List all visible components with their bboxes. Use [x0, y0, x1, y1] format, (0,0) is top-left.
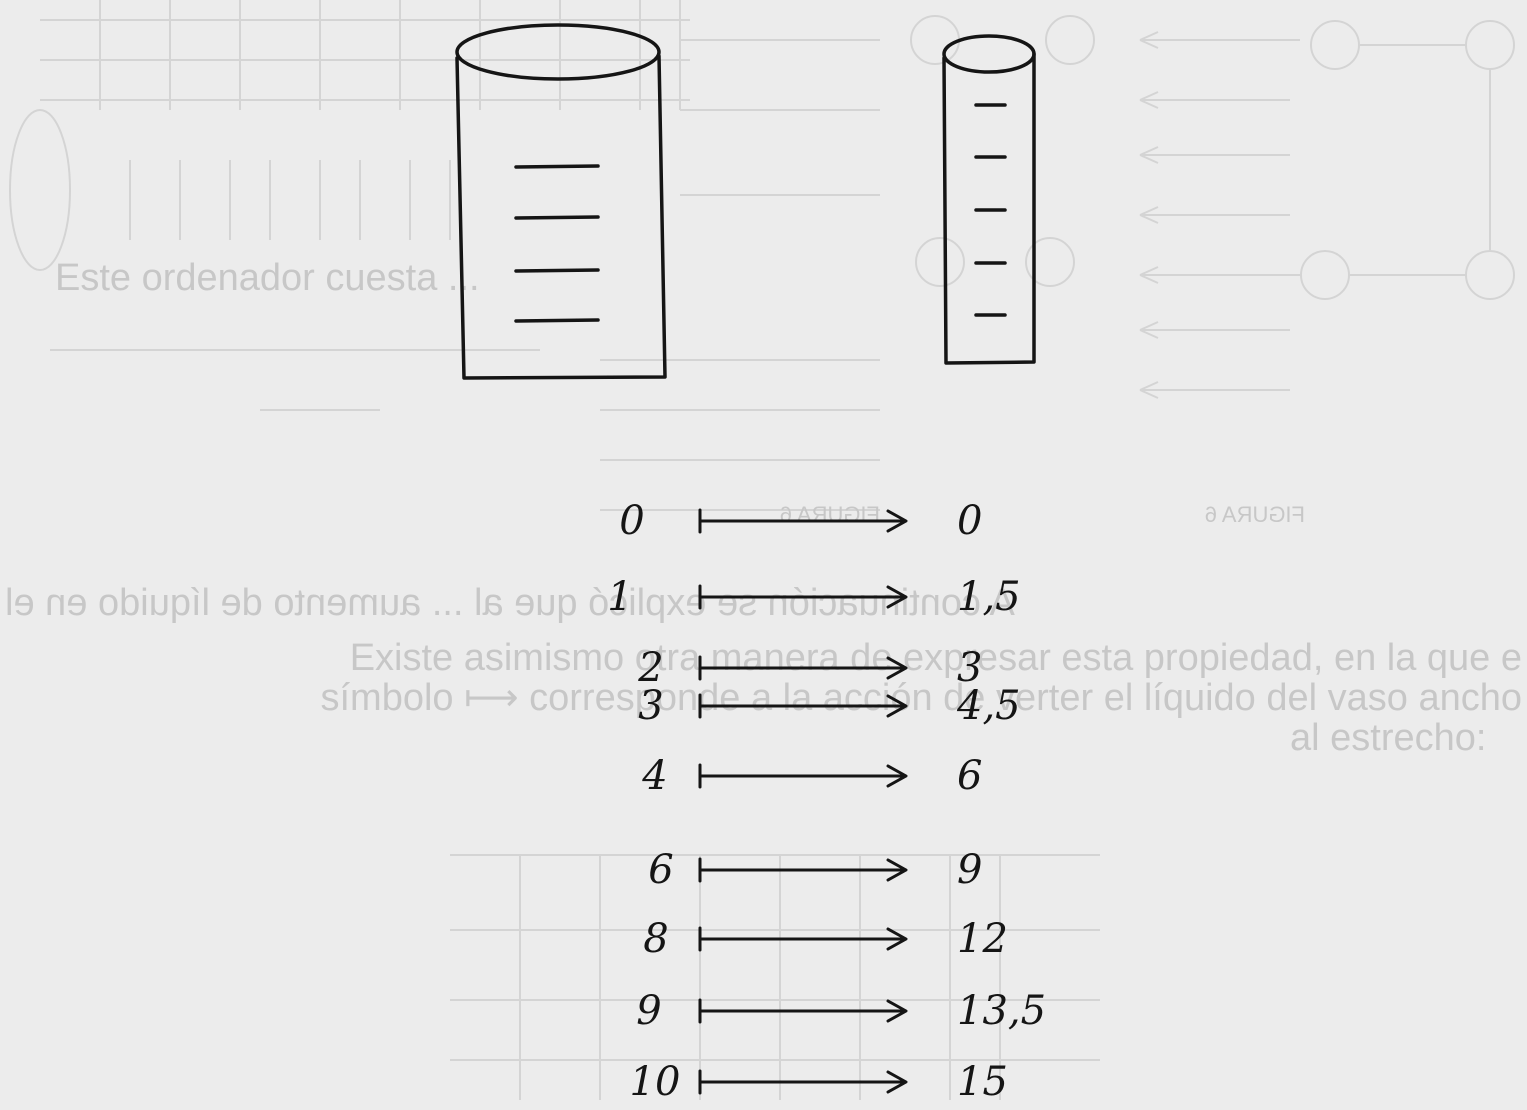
- maps-to-arrow: [700, 765, 906, 787]
- right-value: 6: [957, 753, 982, 799]
- wide-glass-ticks: [516, 166, 598, 321]
- right-value: 12: [957, 916, 1008, 962]
- mapping-row: 8 12: [643, 916, 1008, 962]
- wide-glass-tick: [516, 270, 598, 271]
- right-value: 4,5: [956, 683, 1021, 729]
- left-value: 0: [619, 498, 644, 544]
- right-value: 0: [957, 498, 982, 544]
- right-value: 9: [957, 847, 982, 893]
- bleed-through-layer: Este ordenador cuesta ... A continuación…: [5, 0, 1522, 1100]
- bleed-line: Este ordenador cuesta ...: [55, 257, 480, 299]
- left-value: 4: [641, 753, 667, 799]
- maps-to-arrow: [700, 1000, 906, 1022]
- bleed-line: símbolo ⟼ corresponde a la acción de ver…: [321, 677, 1523, 719]
- maps-to-arrow: [700, 859, 906, 881]
- wide-glass-tick: [516, 320, 598, 321]
- bleed-line: al estrecho:: [1290, 717, 1486, 759]
- maps-to-arrow: [700, 928, 906, 950]
- mapping-row: 10 15: [630, 1059, 1008, 1105]
- left-value: 10: [630, 1059, 681, 1105]
- bleed-line: A continuación se explicó que al ... aum…: [5, 582, 1015, 624]
- bleed-caption: FIGURA 6: [1205, 502, 1305, 527]
- wide-glass-tick: [516, 217, 598, 218]
- right-value: 13,5: [957, 988, 1046, 1034]
- bleed-line: Existe asimismo otra manera de expresar …: [350, 637, 1522, 679]
- left-value: 9: [636, 988, 661, 1034]
- right-value: 1,5: [957, 574, 1021, 620]
- narrow-glass-ticks: [976, 105, 1005, 315]
- wide-glass-rim: [457, 25, 659, 79]
- left-value: 6: [648, 847, 673, 893]
- left-value: 3: [638, 683, 663, 729]
- wide-glass-tick: [516, 166, 598, 167]
- wide-glass: [457, 25, 665, 378]
- left-value: 1: [607, 574, 632, 620]
- narrow-glass-rim: [944, 36, 1034, 72]
- left-value: 8: [643, 916, 668, 962]
- narrow-glass: [944, 36, 1034, 363]
- maps-to-arrow: [700, 1071, 906, 1093]
- right-value: 15: [957, 1059, 1008, 1105]
- bleed-caption: FIGURA 6: [780, 502, 880, 527]
